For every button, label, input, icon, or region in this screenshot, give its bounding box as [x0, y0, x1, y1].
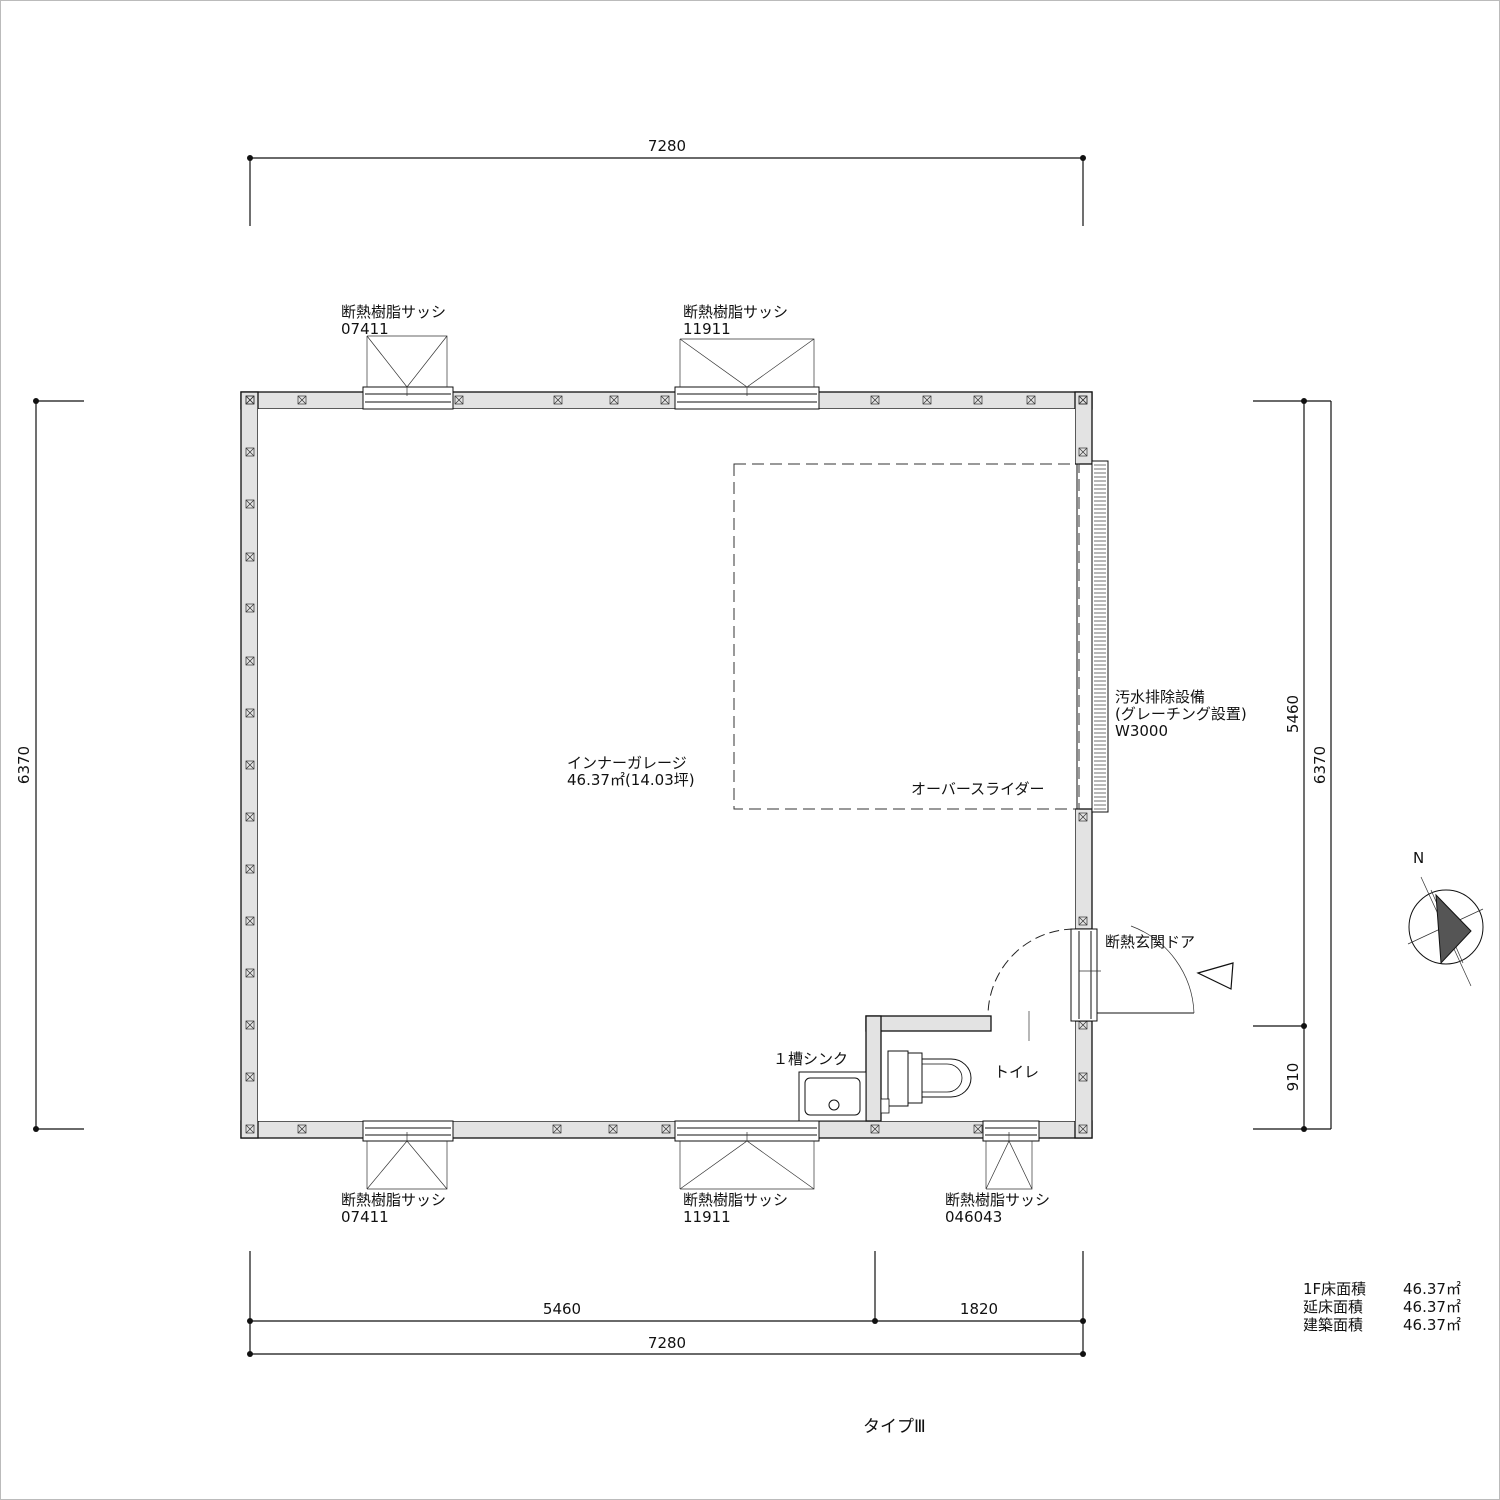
overslider-label: オーバースライダー: [911, 780, 1045, 798]
drain-label-line2: (グレーチング設置): [1115, 705, 1247, 723]
north-compass-icon: N: [1407, 849, 1484, 987]
window-top-center: [674, 338, 820, 410]
area-table: 1F床面積 46.37㎡ 延床面積 46.37㎡ 建築面積 46.37㎡: [1303, 1280, 1461, 1334]
label-window-bottom-left: 断熱樹脂サッシ 07411: [341, 1191, 446, 1226]
window-top-center-label: 断熱樹脂サッシ: [683, 303, 788, 321]
dimension-bottom-left-label: 5460: [543, 1300, 581, 1318]
label-window-top-left: 断熱樹脂サッシ 07411: [341, 303, 446, 338]
wall-posts: [245, 395, 1088, 1134]
area-row-1-label: 1F床面積: [1303, 1280, 1366, 1298]
window-bottom-right-code: 046043: [945, 1208, 1002, 1226]
window-bottom-center-label: 断熱樹脂サッシ: [683, 1191, 788, 1209]
area-row-3-value: 46.37㎡: [1403, 1316, 1461, 1334]
dimension-bottom-total-label: 7280: [648, 1334, 686, 1352]
area-row-2-value: 46.37㎡: [1403, 1298, 1461, 1316]
label-window-top-center: 断熱樹脂サッシ 11911: [683, 303, 788, 338]
drain-label-line3: W3000: [1115, 722, 1168, 740]
window-bottom-left: [362, 1120, 454, 1190]
compass-north-label: N: [1413, 849, 1424, 867]
dimension-left-label: 6370: [15, 746, 33, 784]
area-row-1-value: 46.37㎡: [1403, 1280, 1461, 1298]
drain-label-line1: 汚水排除設備: [1115, 688, 1205, 706]
plan-title: タイプⅢ: [863, 1417, 926, 1437]
label-window-bottom-center: 断熱樹脂サッシ 11911: [683, 1191, 788, 1226]
label-window-bottom-right: 断熱樹脂サッシ 046043: [945, 1191, 1050, 1226]
dimension-top: 7280: [247, 137, 1086, 226]
window-bottom-right-label: 断熱樹脂サッシ: [945, 1191, 1050, 1209]
dimension-bottom: 5460 1820 7280: [247, 1251, 1086, 1357]
window-top-left-code: 07411: [341, 320, 389, 338]
dimension-bottom-right-label: 1820: [960, 1300, 998, 1318]
drain-grating: [1091, 460, 1109, 813]
toilet-partition: [865, 1015, 992, 1122]
window-top-center-code: 11911: [683, 320, 731, 338]
exterior-walls: [240, 391, 1093, 1139]
sink-label: １槽シンク: [773, 1050, 848, 1068]
dimension-right-total-label: 6370: [1311, 746, 1329, 784]
window-bottom-left-code: 07411: [341, 1208, 389, 1226]
dimension-right: 5460 910 6370: [1253, 398, 1332, 1132]
room-garage-name: インナーガレージ: [567, 754, 687, 772]
entrance-door: [987, 925, 1195, 1041]
area-row-2-label: 延床面積: [1303, 1298, 1363, 1316]
window-top-left: [362, 335, 454, 410]
entry-arrow-icon: [1196, 962, 1234, 990]
toilet-fixture-icon: [880, 1050, 972, 1114]
window-bottom-left-label: 断熱樹脂サッシ: [341, 1191, 446, 1209]
room-garage-area: 46.37㎡(14.03坪): [567, 771, 695, 789]
window-top-left-label: 断熱樹脂サッシ: [341, 303, 446, 321]
sink-fixture-icon: [798, 1071, 867, 1122]
window-bottom-center: [674, 1120, 820, 1190]
overslider-outline: [733, 463, 1080, 810]
room-toilet-name: トイレ: [994, 1063, 1039, 1081]
dimension-top-label: 7280: [648, 137, 686, 155]
dimension-right-lower-label: 910: [1284, 1063, 1302, 1092]
window-bottom-center-code: 11911: [683, 1208, 731, 1226]
window-bottom-right: [982, 1120, 1040, 1190]
dimension-right-upper-label: 5460: [1284, 695, 1302, 733]
dimension-left: 6370: [15, 398, 84, 1132]
door-label: 断熱玄関ドア: [1105, 933, 1195, 951]
area-row-3-label: 建築面積: [1303, 1316, 1363, 1334]
